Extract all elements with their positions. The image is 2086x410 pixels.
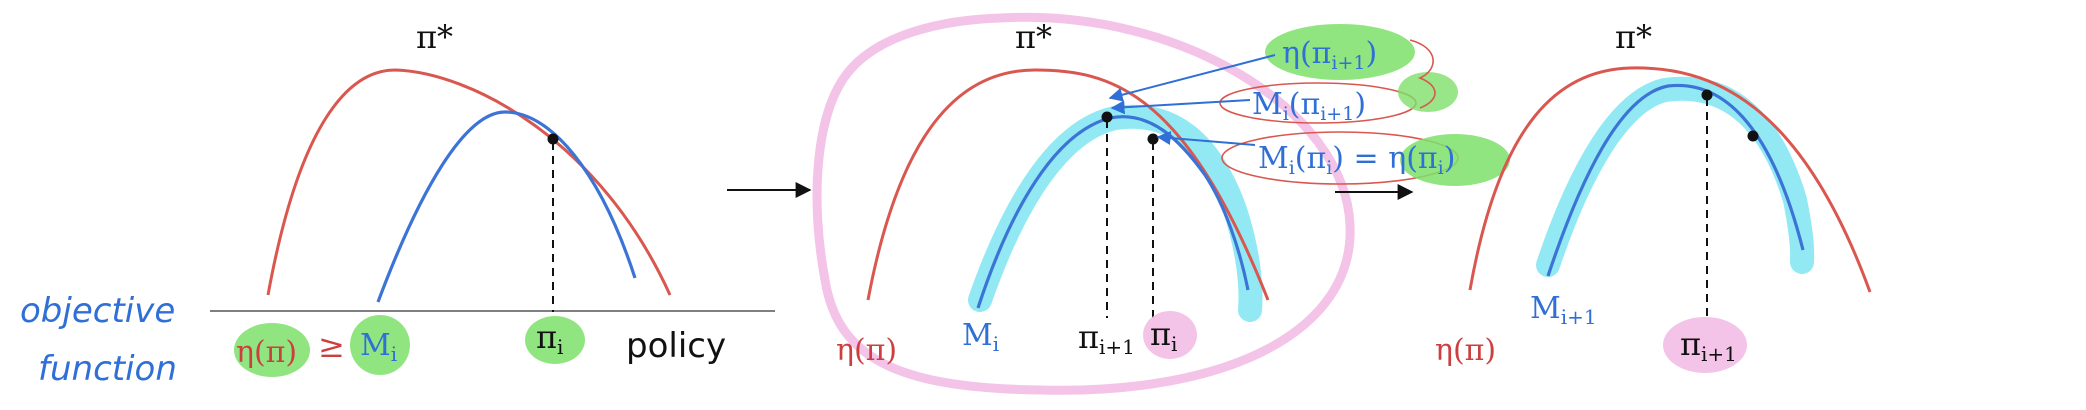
policy-label: πi+1 xyxy=(1680,325,1737,366)
annotation-1-sub: i+1 xyxy=(1331,52,1365,74)
current-policy-main: π xyxy=(1150,315,1171,353)
annotation-3-right: η(π xyxy=(1388,141,1437,176)
model-label: Mi+1 xyxy=(1530,291,1597,329)
policy-highlight xyxy=(1663,317,1747,373)
annotation-3-highlight xyxy=(1400,134,1510,186)
next-policy-point xyxy=(1101,111,1113,123)
current-policy-highlight xyxy=(1143,311,1197,359)
annotation-2-close: ) xyxy=(1354,87,1366,122)
left-arrow-icon xyxy=(1108,54,1276,102)
next-policy-label: πi+1 xyxy=(1078,318,1135,359)
current-policy-label: πi xyxy=(1150,315,1177,356)
model-curve xyxy=(376,110,637,303)
panel-2: π* η(π) Mi πi+1 πi η(πi+1) Mi(πi+1) Mi(π… xyxy=(812,12,1510,395)
model-label: Mi xyxy=(962,318,999,356)
model-curve xyxy=(1546,83,1805,277)
objective-function-label: objective function xyxy=(20,291,177,389)
annotation-2-main: M xyxy=(1252,87,1283,122)
model-label-main: M xyxy=(1530,291,1561,326)
panel-1: π* objective function η(π) ≥ Mi πi polic… xyxy=(20,18,775,389)
model-label: Mi xyxy=(360,328,397,366)
eta-label: η(π) xyxy=(1435,333,1496,368)
annotation-3-left: M xyxy=(1258,141,1289,176)
current-policy-point xyxy=(1747,130,1759,142)
current-policy-point xyxy=(1147,133,1159,145)
annotation-3-eq: ) = xyxy=(1332,141,1388,176)
left-arrow-icon xyxy=(1156,131,1256,146)
annotation-1: η(πi+1) xyxy=(1282,36,1377,74)
model-label-sub: i xyxy=(391,342,397,366)
annotation-2-sub-policy: i+1 xyxy=(1320,103,1354,125)
next-policy-point xyxy=(1701,89,1713,101)
model-label-sub: i+1 xyxy=(1561,305,1597,329)
true-objective-curve xyxy=(1468,66,1872,293)
annotation-3-sub-policy: i xyxy=(1326,157,1332,179)
annotation-group: η(πi+1) Mi(πi+1) Mi(πi) = η(πi) xyxy=(1108,24,1510,186)
model-curve xyxy=(976,115,1250,309)
annotation-1-close: ) xyxy=(1366,36,1378,71)
model-label-sub: i xyxy=(993,332,999,356)
eta-highlight xyxy=(234,323,310,377)
annotation-2-highlight-tail xyxy=(1398,72,1458,112)
policy-label-sub: i+1 xyxy=(1701,342,1737,366)
annotation-3: Mi(πi) = η(πi) xyxy=(1258,141,1455,179)
optimum-label: π* xyxy=(1615,18,1652,56)
annotation-3-sub-right: i xyxy=(1438,157,1444,179)
geq-symbol: ≥ xyxy=(318,327,345,365)
panel-3: π* η(π) Mi+1 πi+1 xyxy=(1435,18,1872,373)
eta-label: η(π) xyxy=(836,333,897,368)
model-highlight-stroke xyxy=(968,104,1263,322)
annotation-1-main: η(π xyxy=(1282,36,1331,71)
true-objective-curve xyxy=(266,68,672,296)
model-label-main: M xyxy=(962,318,993,353)
model-label-main: M xyxy=(360,328,391,363)
policy-axis-label: policy xyxy=(626,326,726,366)
next-policy-main: π xyxy=(1078,318,1099,356)
annotation-2: Mi(πi+1) xyxy=(1252,87,1366,125)
annotation-3-close: ) xyxy=(1444,141,1456,176)
current-policy-point xyxy=(547,133,559,145)
annotation-2-sub-model: i xyxy=(1283,103,1289,125)
left-arrow-icon xyxy=(1110,99,1251,115)
current-policy-sub: i xyxy=(1171,332,1177,356)
policy-point-sub: i xyxy=(557,335,563,359)
annotation-1-highlight xyxy=(1265,24,1415,80)
policy-point-main: π xyxy=(536,318,557,356)
policy-point-highlight xyxy=(525,316,585,364)
annotation-2-mid: (π xyxy=(1289,87,1320,122)
optimum-label: π* xyxy=(416,18,453,56)
annotation-brace xyxy=(1409,39,1436,109)
objective-word: objective xyxy=(20,291,175,331)
model-label-highlight xyxy=(350,315,410,375)
policy-point-label: πi xyxy=(536,318,563,359)
optimum-label: π* xyxy=(1015,18,1052,56)
true-objective-curve xyxy=(866,68,1270,301)
next-policy-sub: i+1 xyxy=(1099,335,1135,359)
annotation-3-sub-model: i xyxy=(1289,157,1295,179)
function-word: function xyxy=(38,349,177,389)
policy-label-main: π xyxy=(1680,325,1701,363)
eta-label: η(π) xyxy=(236,335,297,370)
annotation-3-mid: (π xyxy=(1295,141,1326,176)
